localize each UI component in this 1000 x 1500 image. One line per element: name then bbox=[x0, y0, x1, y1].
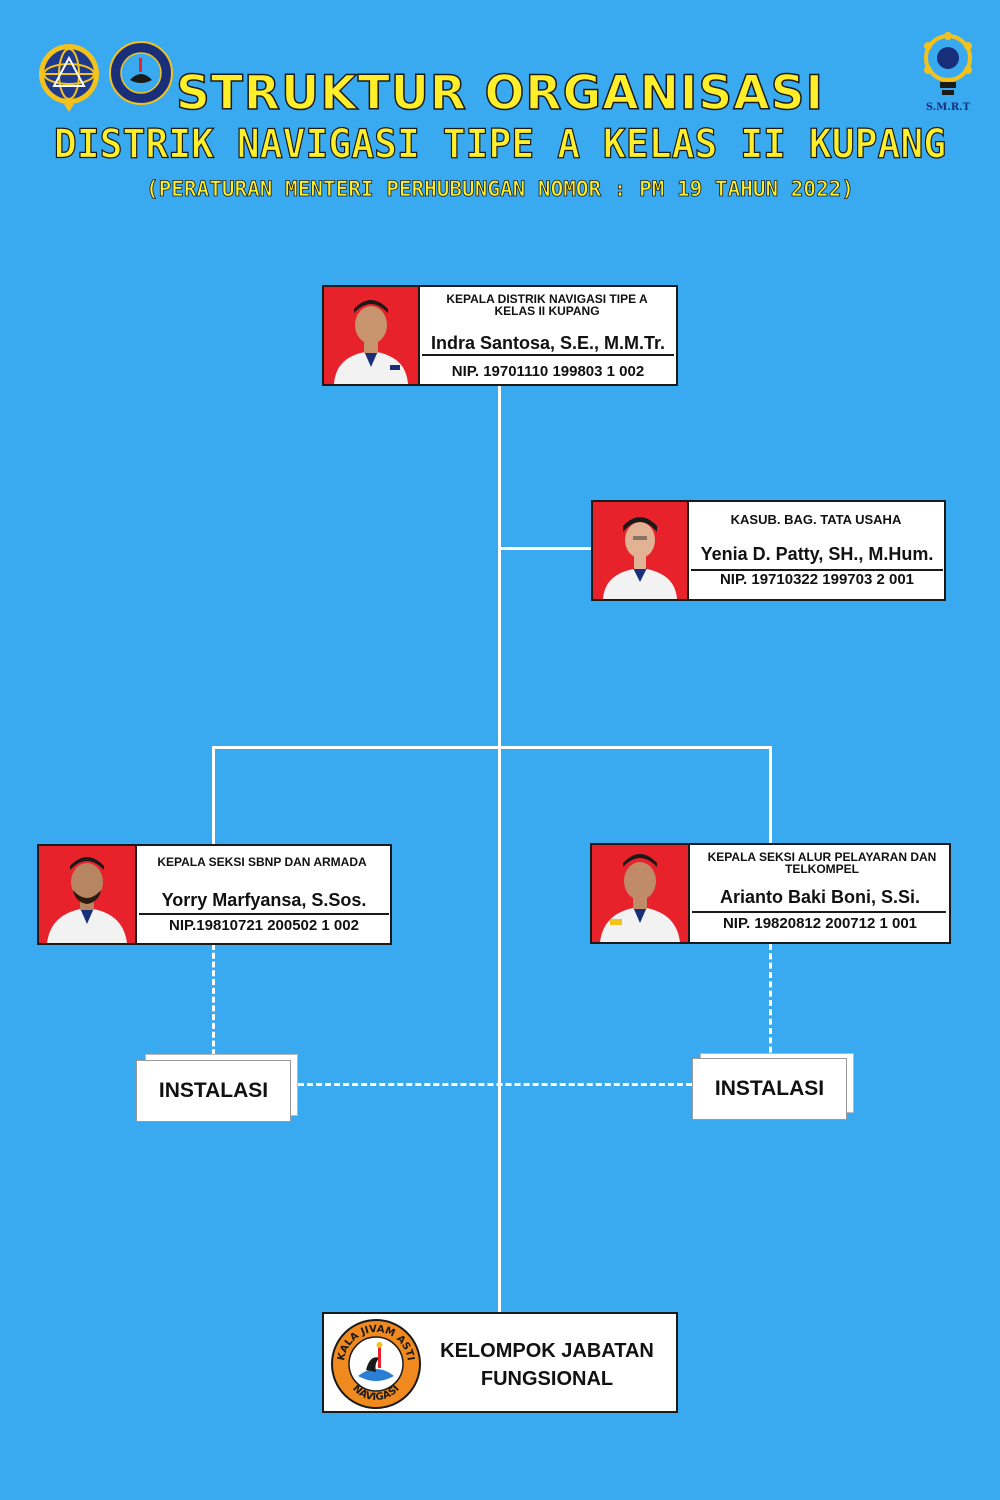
alur-photo bbox=[592, 845, 690, 942]
fungsional-line1: KELOMPOK JABATAN bbox=[440, 1340, 654, 1362]
smrt-logo: S.M.R.T bbox=[918, 30, 978, 120]
head-name: Indra Santosa, S.E., M.M.Tr. bbox=[430, 333, 666, 353]
sbnp-role: KEPALA SEKSI SBNP DAN ARMADA bbox=[157, 855, 367, 869]
sbnp-name: Yorry Marfyansa, S.Sos. bbox=[161, 890, 367, 910]
head-nip: NIP. 19701110 199803 1 002 bbox=[451, 363, 645, 380]
alur-nip: NIP. 19820812 200712 1 001 bbox=[722, 915, 918, 932]
section-branch-line bbox=[212, 746, 772, 749]
svg-text:NAVIGASI: NAVIGASI bbox=[350, 1383, 401, 1403]
sbnp-nip: NIP.19810721 200502 1 002 bbox=[169, 917, 359, 934]
page-title: STRUKTUR ORGANISASI bbox=[175, 65, 824, 122]
admin-name: Yenia D. Patty, SH., M.Hum. bbox=[700, 544, 934, 564]
sbnp-dashed-line bbox=[212, 944, 215, 1064]
fungsional-line2: FUNGSIONAL bbox=[480, 1368, 614, 1390]
sbnp-drop-line bbox=[212, 746, 215, 844]
admin-photo bbox=[593, 502, 689, 599]
head-card: KEPALA DISTRIK NAVIGASI TIPE A KELAS II … bbox=[322, 285, 678, 386]
sbnp-photo bbox=[39, 846, 137, 943]
sbnp-card: KEPALA SEKSI SBNP DAN ARMADA Yorry Marfy… bbox=[37, 844, 392, 945]
head-role: KEPALA DISTRIK NAVIGASI TIPE A KELAS II … bbox=[446, 292, 648, 318]
alur-name: Arianto Baki Boni, S.Si. bbox=[719, 887, 921, 907]
instalasi-dashed-link bbox=[298, 1083, 692, 1086]
head-photo bbox=[324, 287, 420, 384]
kala-jivam-asti-emblem: KALA JIVAM ASTI NAVIGASI bbox=[330, 1318, 422, 1410]
fungsional-card: KALA JIVAM ASTI NAVIGASI KELOMPOK JABATA… bbox=[322, 1312, 678, 1413]
navigasi-logo bbox=[108, 40, 174, 106]
instalasi-left: INSTALASI bbox=[136, 1060, 291, 1122]
admin-branch-line bbox=[498, 547, 592, 550]
admin-card: KASUB. BAG. TATA USAHA Yenia D. Patty, S… bbox=[591, 500, 946, 601]
trunk-line bbox=[498, 386, 501, 1312]
smrt-logo-text: S.M.R.T bbox=[925, 102, 971, 113]
instalasi-right: INSTALASI bbox=[692, 1058, 847, 1120]
ministry-logo bbox=[36, 38, 102, 112]
regulation-text: (PERATURAN MENTERI PERHUBUNGAN NOMOR : P… bbox=[145, 177, 855, 202]
alur-card: KEPALA SEKSI ALUR PELAYARAN DAN TELKOMPE… bbox=[590, 843, 951, 944]
alur-role: KEPALA SEKSI ALUR PELAYARAN DAN TELKOMPE… bbox=[707, 850, 937, 876]
page-subtitle: DISTRIK NAVIGASI TIPE A KELAS II KUPANG bbox=[53, 120, 947, 168]
alur-dashed-line bbox=[769, 944, 772, 1062]
admin-nip: NIP. 19710322 199703 2 001 bbox=[719, 571, 915, 588]
alur-drop-line bbox=[769, 746, 772, 844]
admin-role: KASUB. BAG. TATA USAHA bbox=[730, 512, 902, 527]
